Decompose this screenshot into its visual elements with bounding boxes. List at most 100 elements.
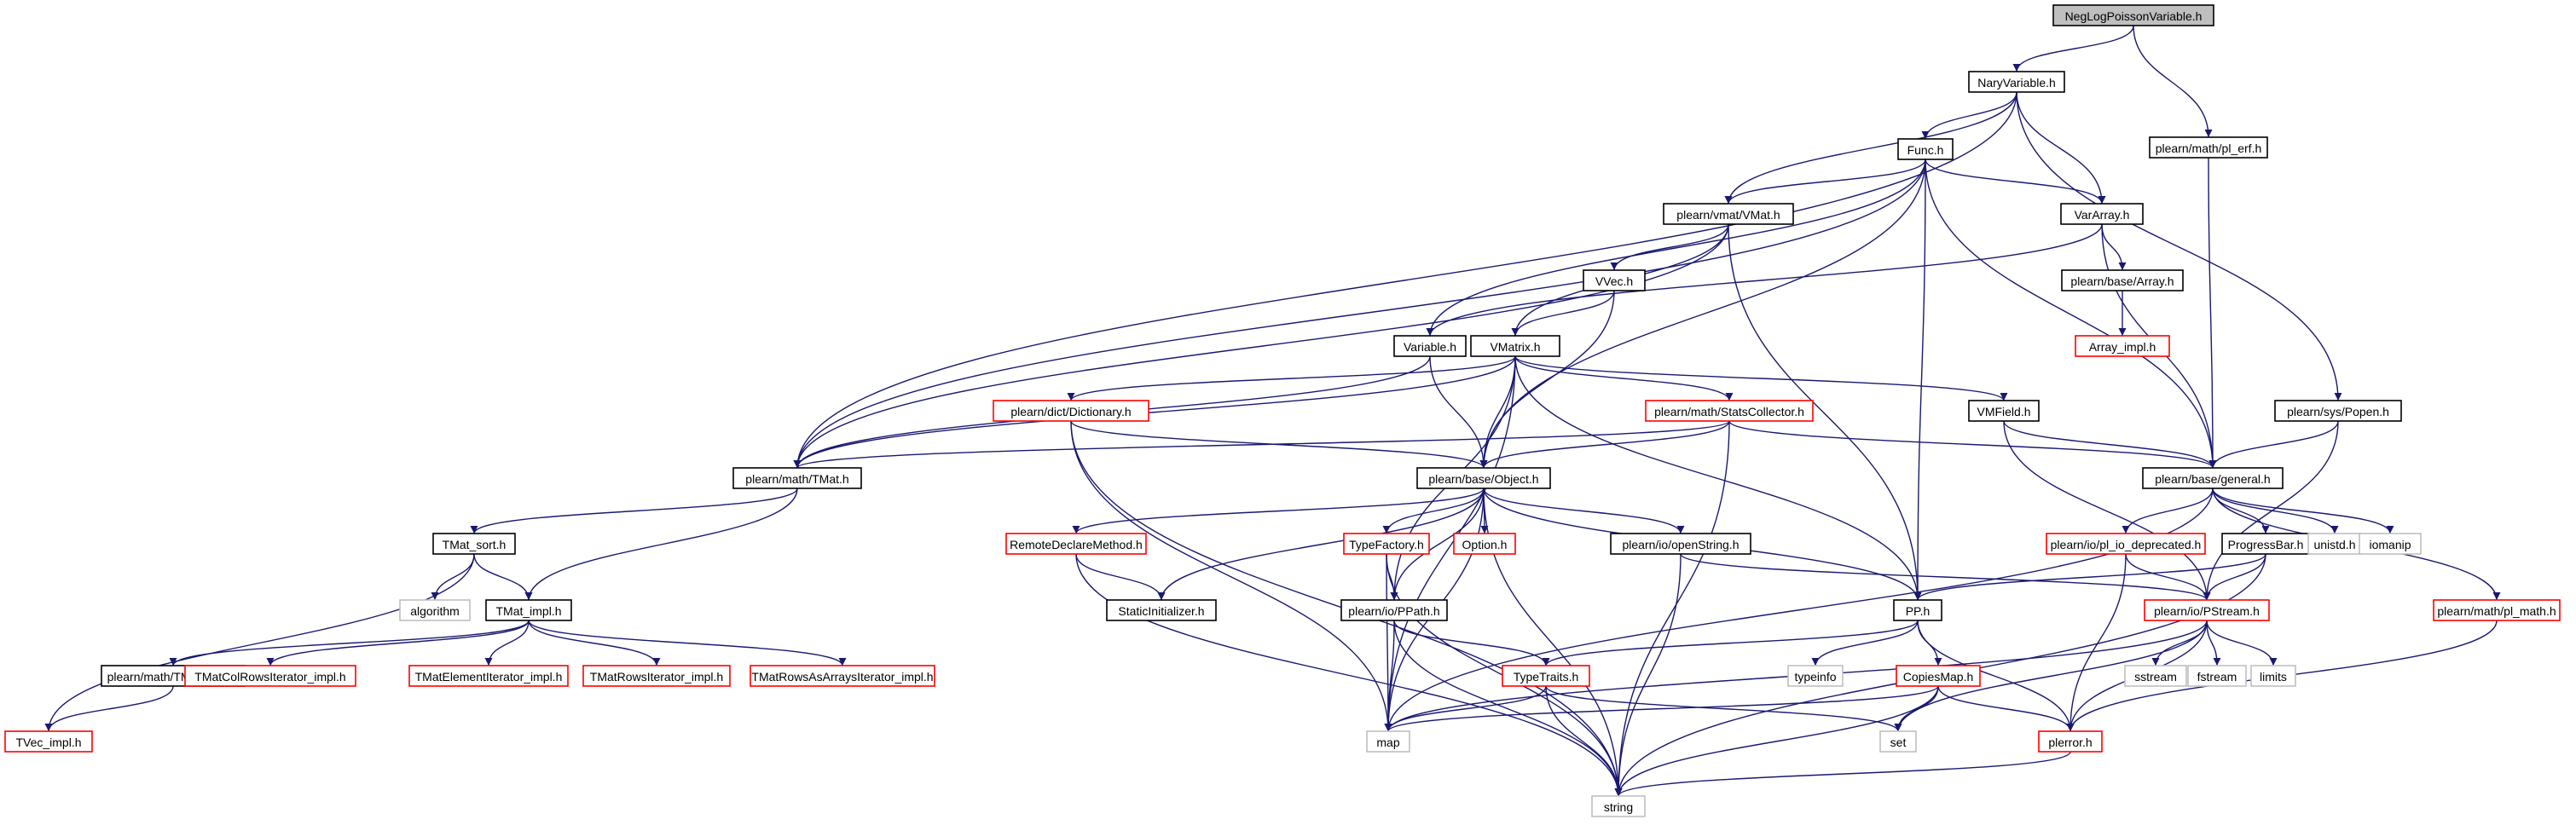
edge-progress-to-pp xyxy=(1913,553,2266,601)
node-tmatrowsasarraysiterator-impl-h[interactable]: TMatRowsAsArraysIterator_impl.h xyxy=(750,665,935,687)
node-plearn-vmat-vmat-h[interactable]: plearn/vmat/VMat.h xyxy=(1663,203,1794,225)
node-box xyxy=(750,665,935,687)
node-box xyxy=(2149,136,2268,159)
node-array-impl-h[interactable]: Array_impl.h xyxy=(2075,335,2170,357)
edge-typetraits-to-set xyxy=(1545,685,1902,732)
node-label: plearn/base/Object.h xyxy=(1428,472,1538,486)
node-label: unistd.h xyxy=(2313,538,2355,551)
node-plearn-math-statscollector-h[interactable]: plearn/math/StatsCollector.h xyxy=(1645,400,1814,422)
node-pp-h[interactable]: PP.h xyxy=(1893,599,1942,621)
node-plearn-io-openstring-h[interactable]: plearn/io/openString.h xyxy=(1610,533,1751,555)
node-staticinitializer-h[interactable]: StaticInitializer.h xyxy=(1106,599,1217,621)
node-box xyxy=(432,533,516,555)
node-copiesmap-h[interactable]: CopiesMap.h xyxy=(1896,665,1981,687)
node-box xyxy=(4,730,93,753)
node-tmat-impl-h[interactable]: TMat_impl.h xyxy=(485,599,572,621)
edge-pstream-to-limits xyxy=(2206,620,2278,666)
edge-func-to-variable xyxy=(1426,159,1926,337)
edge-openstring-to-string xyxy=(1614,553,1682,797)
node-plearn-base-general-h[interactable]: plearn/base/general.h xyxy=(2142,467,2284,489)
node-vvec-h[interactable]: VVec.h xyxy=(1583,269,1646,291)
node-label: VMField.h xyxy=(1977,405,2030,418)
node-plearn-math-pl-erf-h[interactable]: plearn/math/pl_erf.h xyxy=(2149,136,2268,159)
edge-vmatrix-to-vmfield xyxy=(1514,355,2008,401)
node-plearn-math-tmat-h[interactable]: plearn/math/TMat.h xyxy=(732,467,862,489)
node-box xyxy=(1366,730,1410,753)
node-label: iomanip xyxy=(2369,538,2411,551)
node-plearn-sys-popen-h[interactable]: plearn/sys/Popen.h xyxy=(2274,400,2402,422)
node-label: PP.h xyxy=(1906,604,1931,618)
edge-func-to-general xyxy=(1925,159,2217,469)
node-label: VVec.h xyxy=(1595,274,1633,288)
node-remotedeclaremethod-h[interactable]: RemoteDeclareMethod.h xyxy=(1005,533,1147,555)
node-box xyxy=(993,400,1149,422)
node-vmatrix-h[interactable]: VMatrix.h xyxy=(1470,335,1560,357)
node-option-h[interactable]: Option.h xyxy=(1453,533,1516,555)
node-tmatelementiterator-impl-h[interactable]: TMatElementIterator_impl.h xyxy=(408,665,569,687)
node-plearn-io-pstream-h[interactable]: plearn/io/PStream.h xyxy=(2144,599,2270,621)
node-typefactory-h[interactable]: TypeFactory.h xyxy=(1343,533,1430,555)
edge-func-to-vmat xyxy=(1724,159,1926,205)
edge-nary-to-vmat xyxy=(1724,91,2017,205)
node-box xyxy=(1583,269,1646,291)
node-plearn-dict-dictionary-h[interactable]: plearn/dict/Dictionary.h xyxy=(993,400,1149,422)
edge-func-to-vararray xyxy=(1925,159,2106,205)
node-iomanip: iomanip xyxy=(2359,533,2422,555)
node-label: Array_impl.h xyxy=(2089,340,2156,354)
node-label: VarArray.h xyxy=(2075,208,2130,222)
edge-tmatimpl-to-colrows xyxy=(266,620,530,666)
node-box xyxy=(1005,533,1147,555)
node-tmat-sort-h[interactable]: TMat_sort.h xyxy=(432,533,516,555)
node-progressbar-h[interactable]: ProgressBar.h xyxy=(2221,533,2310,555)
node-label: fstream xyxy=(2197,670,2237,684)
node-label: limits xyxy=(2260,670,2287,684)
edge-pp-to-typeinfo xyxy=(1811,620,1919,666)
node-neglogpoissonvariable-h[interactable]: NegLogPoissonVariable.h xyxy=(2052,4,2214,26)
edge-ppath-to-string xyxy=(1393,620,1623,797)
node-label: ProgressBar.h xyxy=(2228,538,2304,551)
node-label: plearn/vmat/VMat.h xyxy=(1676,208,1780,222)
node-label: plearn/dict/Dictionary.h xyxy=(1010,405,1131,418)
node-label: set xyxy=(1890,736,1907,749)
node-label: plerror.h xyxy=(2048,736,2092,749)
node-vmfield-h[interactable]: VMField.h xyxy=(1968,400,2040,422)
edge-tmatimpl-to-rows xyxy=(528,620,661,666)
node-label: TMatElementIterator_impl.h xyxy=(415,670,563,684)
node-naryvariable-h[interactable]: NaryVariable.h xyxy=(1968,71,2065,93)
node-tmatcolrowsiterator-impl-h[interactable]: TMatColRowsIterator_impl.h xyxy=(184,665,356,687)
node-plearn-base-object-h[interactable]: plearn/base/Object.h xyxy=(1416,467,1551,489)
node-typetraits-h[interactable]: TypeTraits.h xyxy=(1502,665,1590,687)
edge-tmatimpl-to-tmatdecl xyxy=(169,620,530,666)
node-label: TMatColRowsIterator_impl.h xyxy=(194,670,345,684)
node-func-h[interactable]: Func.h xyxy=(1897,138,1954,160)
node-label: plearn/io/openString.h xyxy=(1623,538,1740,551)
node-box xyxy=(399,599,471,621)
edge-typetraits-to-string xyxy=(1545,685,1623,797)
node-box xyxy=(2144,599,2270,621)
node-plearn-base-array-h[interactable]: plearn/base/Array.h xyxy=(2061,269,2184,291)
edge-plerf-to-general xyxy=(2208,157,2217,469)
node-box xyxy=(408,665,569,687)
node-box xyxy=(1893,599,1942,621)
node-plearn-io-ppath-h[interactable]: plearn/io/PPath.h xyxy=(1340,599,1448,621)
node-variable-h[interactable]: Variable.h xyxy=(1393,335,1467,357)
node-tmatrowsiterator-impl-h[interactable]: TMatRowsIterator_impl.h xyxy=(582,665,731,687)
edge-nary-to-tmat xyxy=(793,91,2017,469)
edge-vmatrix-to-tmat xyxy=(793,355,1516,469)
node-vararray-h[interactable]: VarArray.h xyxy=(2060,203,2144,225)
node-plearn-io-pl-io-deprecated-h[interactable]: plearn/io/pl_io_deprecated.h xyxy=(2046,533,2206,555)
edge-tmatimpl-to-rowsarr xyxy=(528,620,847,666)
edge-general-to-map xyxy=(1384,488,2214,732)
node-plerror-h[interactable]: plerror.h xyxy=(2038,730,2103,753)
edge-object-to-staticinit xyxy=(1157,488,1485,601)
edge-vmatrix-to-stats xyxy=(1514,355,1734,401)
node-label: TMat_sort.h xyxy=(443,538,507,551)
edge-tmat-to-tmatsort xyxy=(470,488,798,534)
node-label: algorithm xyxy=(410,604,460,618)
node-box xyxy=(1393,335,1467,357)
node-label: plearn/io/PStream.h xyxy=(2154,604,2260,618)
node-label: Variable.h xyxy=(1404,340,1456,354)
node-tvec-impl-h[interactable]: TVec_impl.h xyxy=(4,730,93,753)
edge-progress-to-pstream xyxy=(2203,553,2266,601)
node-plearn-math-pl-math-h[interactable]: plearn/math/pl_math.h xyxy=(2433,599,2561,621)
